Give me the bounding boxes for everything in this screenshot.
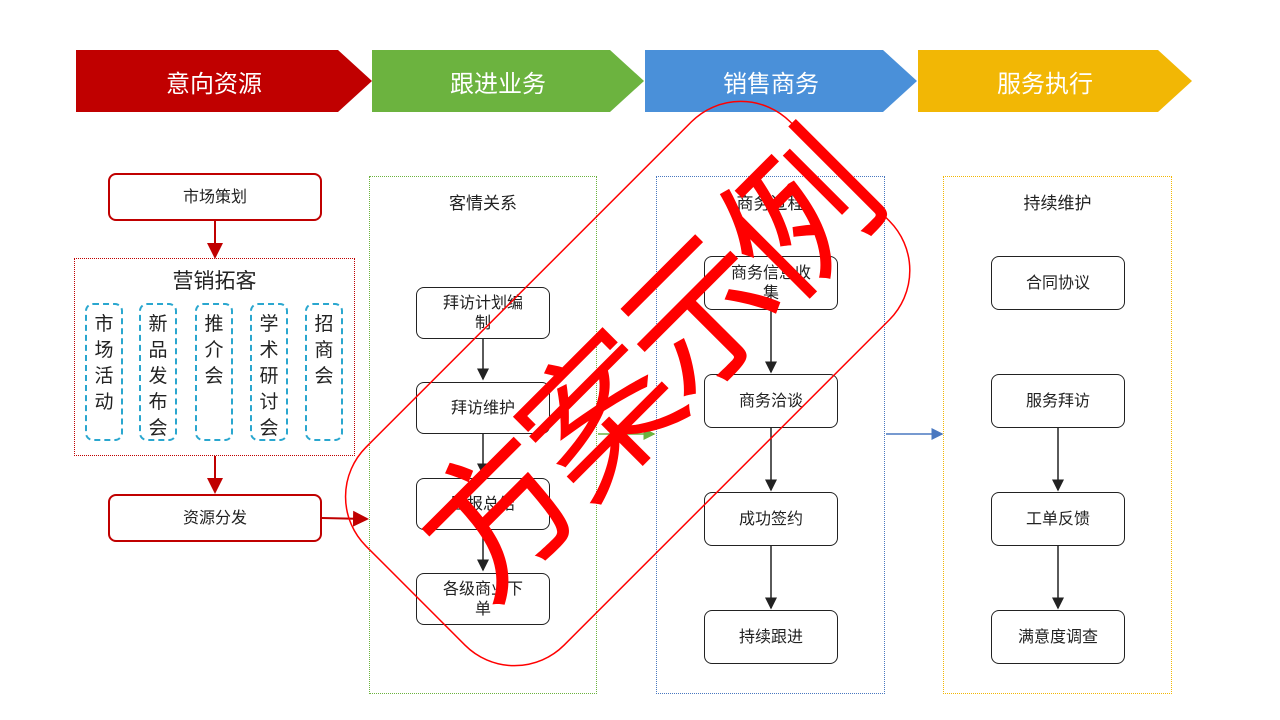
planning-box: 市场策划 <box>108 173 322 221</box>
stage-label: 意向资源 <box>166 69 262 98</box>
stage-label: 服务执行 <box>997 69 1093 98</box>
planning-label: 市场策划 <box>182 187 247 206</box>
step-label: 持续跟进 <box>738 627 803 646</box>
chevron-shape <box>645 50 917 112</box>
marketing-group-title: 营销拓客 <box>172 269 257 293</box>
chevron-shape <box>372 50 644 112</box>
stage-label: 跟进业务 <box>450 69 546 98</box>
distribution-label: 资源分发 <box>182 508 247 527</box>
col3-step-4: 持续跟进 <box>704 610 838 664</box>
stage-chevron-1: 意向资源 <box>76 50 372 112</box>
col4-step-3: 工单反馈 <box>991 492 1125 546</box>
column-maintenance: 持续维护 <box>943 176 1172 694</box>
chevron-shape <box>76 50 372 112</box>
col3-step-3: 成功签约 <box>704 492 838 546</box>
chevron-shape <box>918 50 1192 112</box>
col4-step-1: 合同协议 <box>991 256 1125 310</box>
sub-item-5: 招商会 <box>305 303 343 441</box>
sub-item-2: 新品发布会 <box>139 303 177 441</box>
distribution-box: 资源分发 <box>108 494 322 542</box>
step-label: 满意度调查 <box>1017 627 1098 646</box>
step-label: 成功签约 <box>738 509 803 528</box>
sub-item-label: 市场活动 <box>94 313 114 413</box>
stage-chevron-2: 跟进业务 <box>372 50 644 112</box>
sub-item-1: 市场活动 <box>85 303 123 441</box>
step-label: 服务拜访 <box>1025 391 1090 410</box>
marketing-group: 营销拓客 市场活动 新品发布会 推介会 学术研讨会 招商会 <box>74 258 355 456</box>
sub-item-label: 推介会 <box>204 313 224 387</box>
stage-label: 销售商务 <box>723 69 819 98</box>
sub-item-4: 学术研讨会 <box>250 303 288 441</box>
step-label: 工单反馈 <box>1025 509 1090 528</box>
stage-chevron-3: 销售商务 <box>645 50 917 112</box>
sub-item-label: 招商会 <box>314 313 334 387</box>
col4-step-4: 满意度调查 <box>991 610 1125 664</box>
sub-item-label: 新品发布会 <box>148 313 168 439</box>
col4-step-2: 服务拜访 <box>991 374 1125 428</box>
column-title: 持续维护 <box>1023 194 1092 214</box>
step-label: 合同协议 <box>1025 273 1090 292</box>
sub-item-3: 推介会 <box>195 303 233 441</box>
sub-item-label: 学术研讨会 <box>259 313 279 439</box>
column-title: 客情关系 <box>449 194 517 214</box>
stage-chevron-4: 服务执行 <box>918 50 1192 112</box>
